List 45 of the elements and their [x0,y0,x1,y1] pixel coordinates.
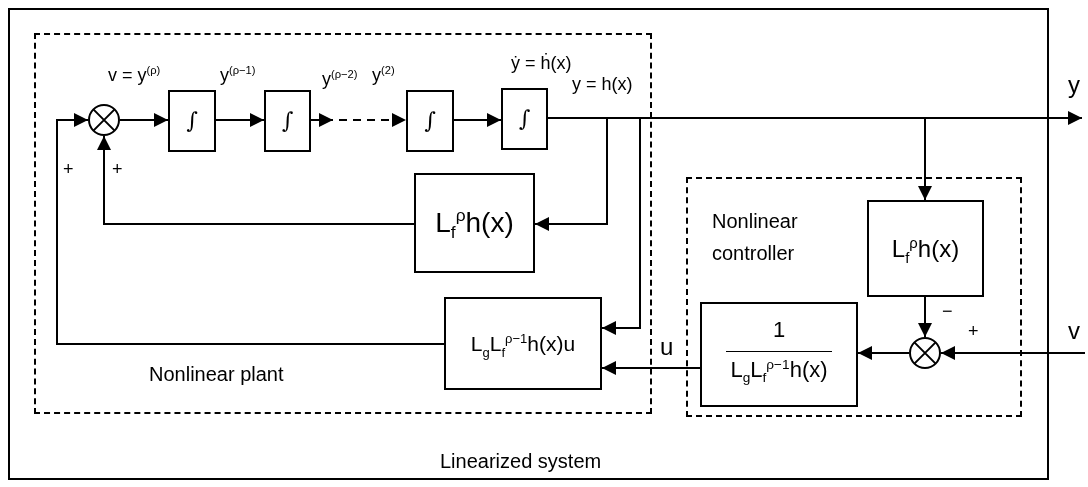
sign-label: − [942,302,953,322]
connector-arrow [547,117,932,201]
connector-arrow [310,113,407,127]
group-title: Linearized system [440,450,602,472]
function-block [444,297,602,390]
integrator-block [406,90,454,152]
sign-label: + [63,160,74,180]
signal-label: ẏ = ḣ(x) [511,54,572,74]
signal-name: v [1068,318,1080,345]
sign-label: + [968,322,979,342]
group-title: Nonlinear plant [149,363,284,385]
edge-label: y = h(x) [572,75,633,95]
connector-arrow [601,361,701,375]
connector-arrow [56,113,445,345]
edge-label: y$^{(ρ−2)}$ [322,70,358,90]
integrator-block [168,90,216,152]
fraction-block [700,302,858,407]
edge-label: v = y$^{(ρ)}$ [108,66,161,86]
connector-arrow [857,346,910,360]
connector-arrow [940,346,1086,360]
block-label: L$_{f}$$^{ρ}$h(x) [435,207,514,239]
connector-arrow [453,113,502,127]
integral-sign: ∫ [518,106,531,132]
numerator: 1 [771,318,787,343]
signal-label: y$^{(2)}$ [372,66,395,86]
integral-sign: ∫ [424,108,436,134]
connector-arrow [534,117,608,231]
circle-summing-junction [88,104,120,136]
signal-name: y [1068,72,1080,99]
connector-arrow [97,135,415,225]
block-label: L$_{f}$$^{ρ}$h(x) [891,235,960,262]
integral-sign: ∫ [186,108,198,134]
circle-summing-junction [909,337,941,369]
connector-arrow [119,113,169,127]
connector-arrow [215,113,265,127]
sign-label: + [112,160,123,180]
function-block [414,173,535,273]
edge-label: y$^{(ρ−1)}$ [220,66,256,86]
controller-group-frame [686,177,1022,417]
function-block [867,200,984,297]
group-title: Nonlinear controller [712,209,799,266]
integrator-block [264,90,311,152]
integral-sign: ∫ [281,108,294,134]
connector-arrow [918,296,932,338]
denominator: L$_{g}$L$_{f}$$^{ρ−1}$h(x) [729,358,829,383]
